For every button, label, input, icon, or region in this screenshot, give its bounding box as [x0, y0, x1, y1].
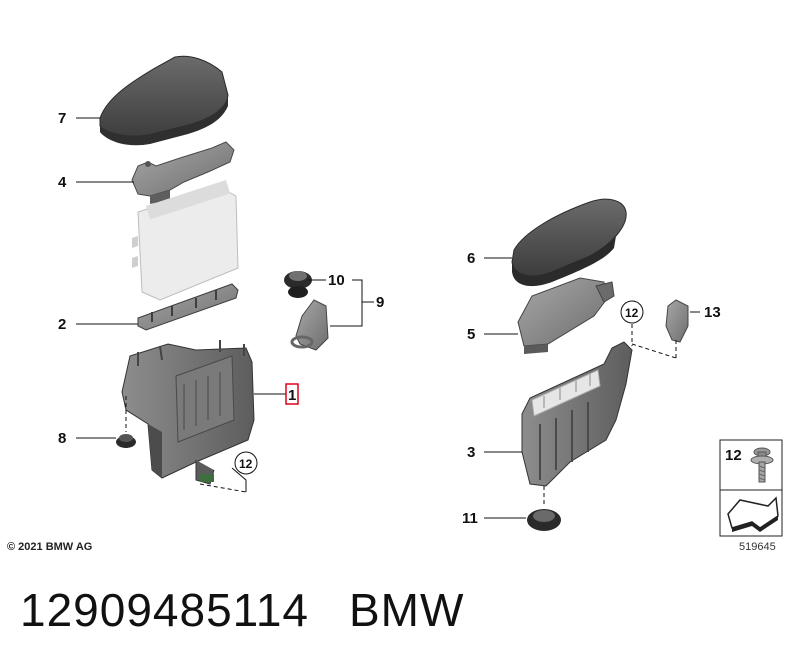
callout-7: 7: [58, 110, 66, 127]
dashed-guides: [125, 324, 677, 506]
rail-part-2[interactable]: [137, 283, 239, 331]
callout-3: 3: [467, 444, 475, 461]
copyright-text: © 2021 BMW AG: [7, 541, 93, 553]
callout-12-circle-right: [620, 300, 644, 324]
cover-part-7[interactable]: [99, 55, 229, 146]
callout-1[interactable]: 1: [288, 387, 296, 404]
callout-2: 2: [58, 316, 66, 333]
legend-label-12: 12: [725, 447, 742, 464]
callout-13: 13: [704, 304, 721, 321]
box-part-3[interactable]: [521, 341, 633, 487]
leader-lines: [76, 117, 700, 519]
callout-9: 9: [376, 294, 384, 311]
housing-part-5[interactable]: [517, 277, 615, 354]
callout-4: 4: [58, 174, 67, 191]
part-number: 12909485114: [20, 584, 309, 636]
callout-12-circle-left: [234, 451, 258, 475]
legend-box: 12: [719, 439, 783, 537]
callout-12-left: 12: [239, 457, 253, 471]
callout-10: 10: [328, 272, 345, 289]
arrow-next-icon: [727, 496, 779, 532]
bolt-icon: [750, 447, 774, 483]
brand-name: BMW: [349, 584, 465, 636]
control-unit-ghost: [132, 180, 239, 301]
callout-8: 8: [58, 430, 66, 447]
box-part-1[interactable]: [121, 340, 255, 485]
grommet-part-11[interactable]: [527, 509, 561, 531]
diagram-number: 519645: [739, 541, 776, 553]
callout-12-right: 12: [625, 306, 639, 320]
grommet-part-8[interactable]: [116, 434, 136, 448]
grommet-part-10[interactable]: [284, 271, 312, 298]
holder-part-9[interactable]: [290, 299, 329, 351]
caption: 12909485114 BMW: [20, 583, 464, 637]
callout-1-highlight: [285, 383, 299, 405]
callout-11: 11: [462, 510, 478, 527]
clip-part-13[interactable]: [665, 299, 689, 343]
callout-6: 6: [467, 250, 475, 267]
cover-part-6[interactable]: [511, 198, 627, 287]
callout-5: 5: [467, 326, 475, 343]
